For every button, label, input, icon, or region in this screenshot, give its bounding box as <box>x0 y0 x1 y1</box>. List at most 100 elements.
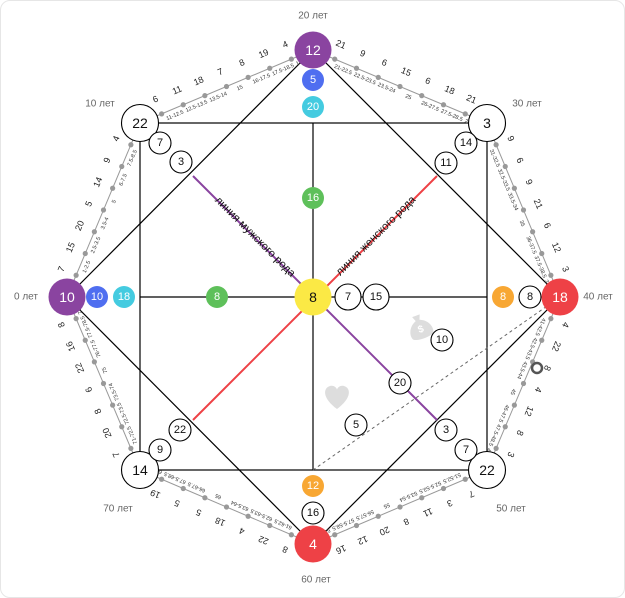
track-value: 22 <box>550 340 563 353</box>
track-value: 7 <box>216 66 225 77</box>
node-value: 11 <box>440 157 451 169</box>
track-value: 7 <box>56 265 67 273</box>
track-value: 12 <box>523 405 536 418</box>
node-tl-2: 7 <box>148 131 172 155</box>
node-circle <box>294 525 332 563</box>
track-line <box>486 122 561 298</box>
node-value: 18 <box>552 289 568 305</box>
node-circle <box>302 96 324 118</box>
money-love-line <box>312 296 561 471</box>
track-value: 4 <box>560 321 571 330</box>
track-value: 8 <box>281 544 290 555</box>
track-value: 6 <box>514 156 525 164</box>
track-age-range: 62.5-63.5 <box>250 507 274 522</box>
node-circle <box>168 418 192 442</box>
track-value: 6 <box>380 57 388 68</box>
track-value: 21 <box>532 197 545 210</box>
node-circle <box>454 438 478 462</box>
node-tl-3: 3 <box>169 150 193 174</box>
track-value: 18 <box>192 74 205 87</box>
heart-icon <box>325 385 349 409</box>
track-age-range: 5 <box>111 199 118 204</box>
node-value: 8 <box>500 291 506 303</box>
track-value: 20 <box>73 219 86 232</box>
track-age-range: 45 <box>509 388 517 396</box>
node-left-4: 8 <box>206 286 228 308</box>
node-money-2: 20 <box>388 371 412 395</box>
node-value: 22 <box>174 424 186 436</box>
track-age-range: 12.5-13.5 <box>185 99 209 114</box>
track-line <box>486 296 561 471</box>
node-top-2: 5 <box>302 69 324 91</box>
track-age-range: 6-7.5 <box>118 173 128 187</box>
node-value: 20 <box>307 101 319 113</box>
node-left-2: 10 <box>86 286 108 308</box>
track-value: 18 <box>214 515 227 528</box>
track-value: 18 <box>443 83 456 96</box>
node-circle <box>113 286 135 308</box>
track-age-range: 77.5-78.5 <box>80 315 95 339</box>
track-value: 9 <box>524 178 535 186</box>
node-circle <box>388 371 412 395</box>
age-label-age-70: 70 лет <box>103 504 133 515</box>
node-value: 7 <box>345 291 351 303</box>
node-value: 5 <box>353 419 359 431</box>
track-value: 12 <box>356 534 369 547</box>
node-center: 8 <box>294 278 332 316</box>
track-age-range: 3.5-4 <box>100 217 110 231</box>
track-value: 8 <box>56 321 67 330</box>
node-circle <box>294 31 332 69</box>
track-line <box>66 122 141 298</box>
track-value: 11 <box>171 84 183 97</box>
node-br-main: 22 <box>467 450 507 490</box>
track-value: 5 <box>173 498 182 509</box>
node-circle <box>86 286 108 308</box>
track-age-range: 42.5-43.5 <box>523 336 538 360</box>
track-age-range: 7.5-8.5 <box>127 149 139 167</box>
node-bl-3: 22 <box>168 418 192 442</box>
node-right-3: 8 <box>492 286 514 308</box>
node-circle <box>541 278 579 316</box>
node-circle <box>120 103 160 143</box>
track-value: 19 <box>149 487 162 500</box>
track-value: 21 <box>334 38 347 51</box>
track-age-range: 25 <box>404 94 412 102</box>
track-age-range: 2.5-3.5 <box>90 236 102 254</box>
node-value: 7 <box>157 137 163 149</box>
male-line-label: линия мужского рода <box>212 194 298 280</box>
track-age-range: 65 <box>214 492 222 500</box>
track-value: 7 <box>467 488 476 499</box>
node-bl-2: 9 <box>148 438 172 462</box>
node-value: 14 <box>460 137 472 149</box>
track-value: 5 <box>83 200 94 208</box>
node-value: 16 <box>307 507 319 519</box>
node-circle <box>492 286 514 308</box>
node-value: 8 <box>214 291 220 303</box>
node-money-3: 5 <box>344 413 368 437</box>
track-age-range: 32.5-33.5 <box>496 168 511 192</box>
node-circle <box>344 413 368 437</box>
node-circle <box>301 501 325 525</box>
node-tr-main: 3 <box>467 103 507 143</box>
track-line <box>66 296 141 471</box>
node-bottom-3: 12 <box>302 475 324 497</box>
node-value: 8 <box>527 291 533 303</box>
track-value: 20 <box>378 524 391 537</box>
node-value: 8 <box>309 289 317 305</box>
node-tr-2: 14 <box>454 131 478 155</box>
track-value: 6 <box>424 75 432 86</box>
node-circle <box>302 187 324 209</box>
node-value: 7 <box>463 444 469 456</box>
node-br-2: 7 <box>454 438 478 462</box>
node-circle <box>48 278 86 316</box>
node-value: 10 <box>436 334 448 346</box>
track-age-range: 75 <box>101 366 109 374</box>
node-circle <box>302 475 324 497</box>
track-value: 4 <box>238 525 247 536</box>
track-age-range: 55 <box>382 501 390 509</box>
track-age-range: 57.5-58.5 <box>331 516 355 531</box>
track-value: 3 <box>445 498 454 509</box>
node-circle <box>120 450 160 490</box>
track-value: 22 <box>257 534 270 547</box>
track-value: 5 <box>194 507 203 518</box>
